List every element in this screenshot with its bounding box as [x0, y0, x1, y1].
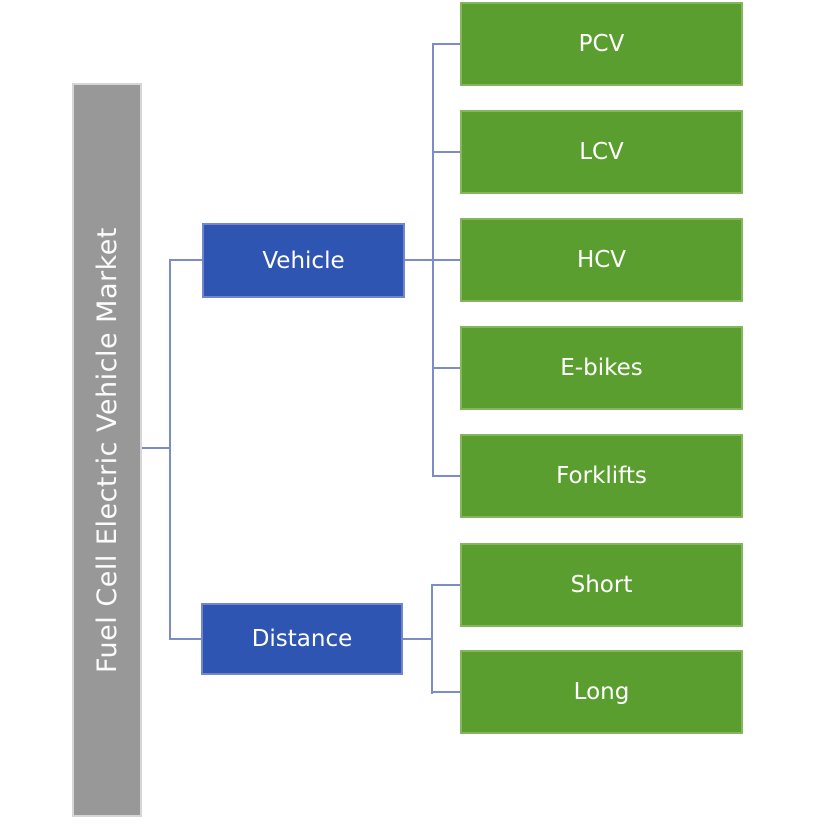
- connector-distance-out: [403, 638, 431, 640]
- connector-to-long: [433, 691, 460, 693]
- connector-to-forklifts: [434, 475, 460, 477]
- leaf-short-label: Short: [570, 572, 633, 598]
- leaf-node-hcv: HCV: [460, 218, 743, 302]
- connector-vehicle-spine: [432, 43, 434, 477]
- connector-to-short: [433, 584, 460, 586]
- branch-node-vehicle: Vehicle: [202, 223, 405, 298]
- connector-distance-spine: [431, 584, 433, 694]
- branch-distance-label: Distance: [251, 626, 353, 652]
- leaf-lcv-label: LCV: [579, 139, 624, 165]
- branch-vehicle-label: Vehicle: [262, 247, 345, 274]
- connector-to-hcv: [434, 259, 460, 261]
- leaf-hcv-label: HCV: [576, 247, 627, 273]
- root-node-market: Fuel Cell Electric Vehicle Market: [72, 83, 142, 817]
- connector-to-lcv: [434, 151, 460, 153]
- connector-root-trunk: [142, 447, 169, 449]
- leaf-node-ebikes: E-bikes: [460, 326, 743, 410]
- branch-node-distance: Distance: [201, 603, 403, 675]
- connector-to-ebikes: [434, 367, 460, 369]
- leaf-node-pcv: PCV: [460, 2, 743, 86]
- connector-to-pcv: [434, 43, 460, 45]
- leaf-node-lcv: LCV: [460, 110, 743, 194]
- leaf-forklifts-label: Forklifts: [556, 463, 647, 489]
- leaf-long-label: Long: [573, 679, 630, 705]
- leaf-node-forklifts: Forklifts: [460, 434, 743, 518]
- connector-to-vehicle: [171, 259, 202, 261]
- connector-branch-spine: [169, 259, 171, 640]
- leaf-ebikes-label: E-bikes: [560, 355, 643, 381]
- leaf-node-long: Long: [460, 650, 743, 734]
- leaf-pcv-label: PCV: [578, 31, 625, 57]
- root-node-label: Fuel Cell Electric Vehicle Market: [91, 227, 123, 673]
- leaf-node-short: Short: [460, 543, 743, 627]
- connector-vehicle-out: [405, 259, 432, 261]
- connector-to-distance: [171, 638, 201, 640]
